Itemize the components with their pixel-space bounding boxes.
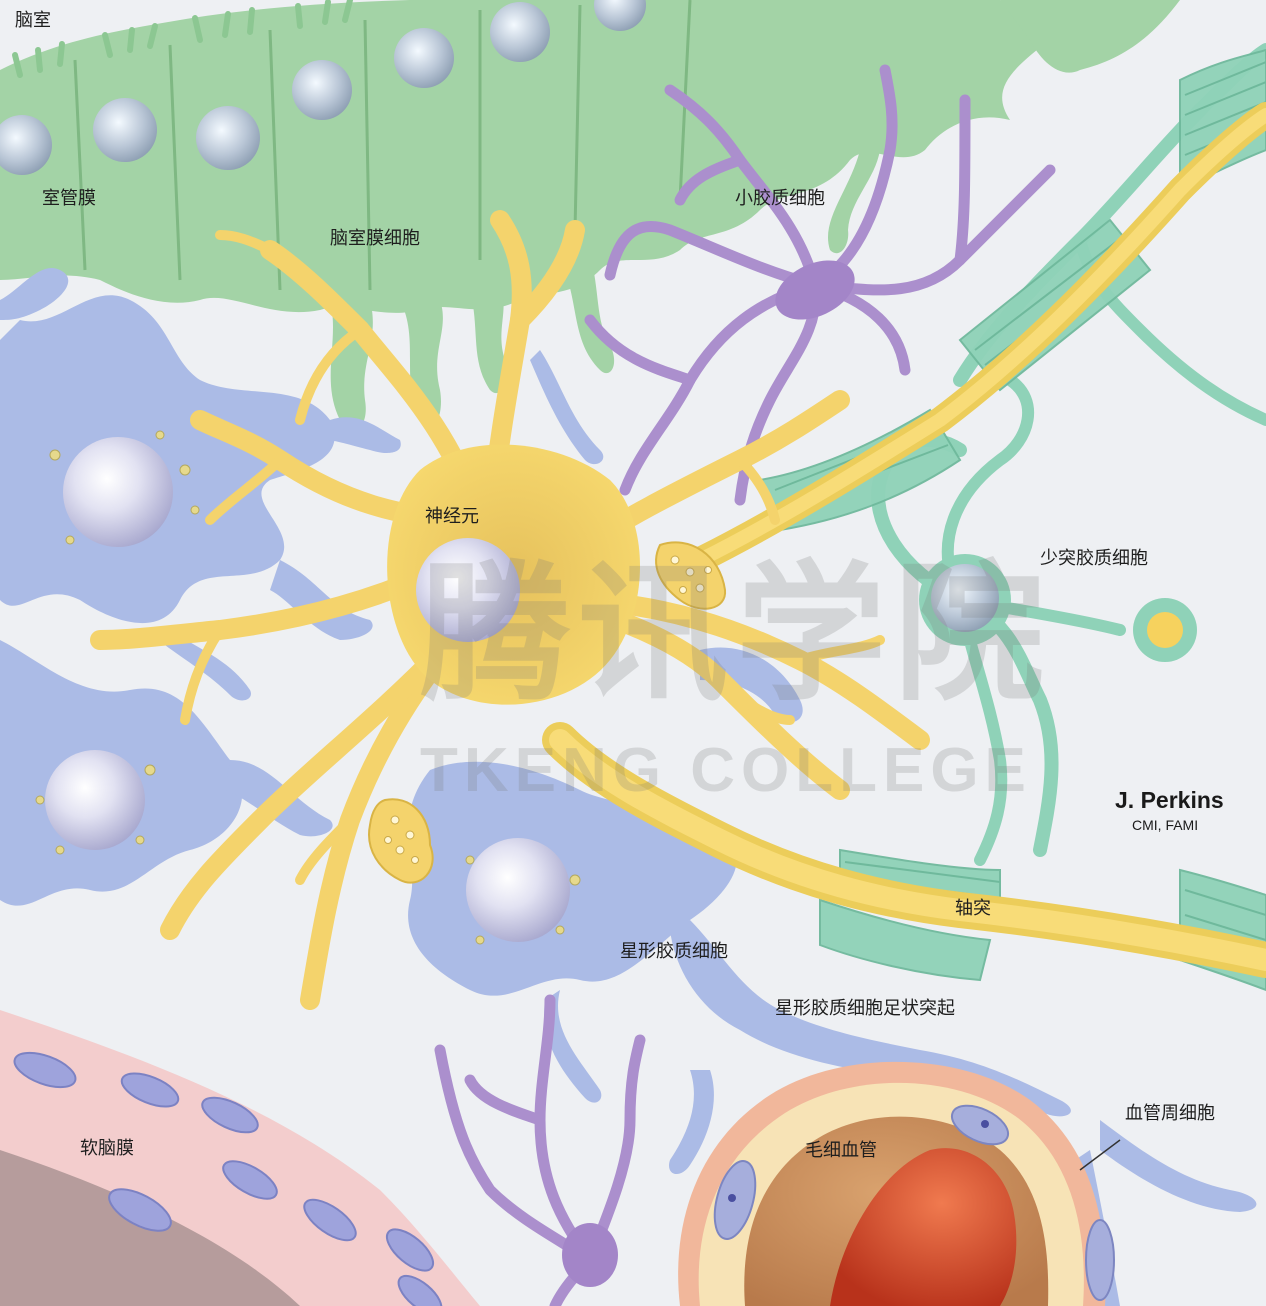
label-ependymal-cells: 脑室膜细胞 [330,228,420,249]
label-ependyma: 室管膜 [42,188,96,209]
capillary [678,1061,1121,1306]
label-pericyte: 血管周细胞 [1125,1103,1215,1124]
microglia [434,64,1056,1306]
label-ventricle: 脑室 [15,10,51,31]
ependymal-layer [0,0,1180,431]
label-pia-mater: 软脑膜 [80,1138,134,1159]
watermark-english: TKENG COLLEGE [420,736,1032,805]
label-oligodendrocyte: 少突胶质细胞 [1040,548,1148,569]
label-astrocyte-endfeet: 星形胶质细胞足状突起 [775,998,955,1019]
label-astrocyte: 星形胶质细胞 [620,941,728,962]
astrocytes [0,267,1257,1306]
label-axon: 轴突 [955,898,991,919]
label-capillary: 毛细血管 [805,1140,877,1161]
watermark-chinese: 腾讯学院 [420,548,1053,722]
label-neuron: 神经元 [425,506,479,527]
artist-credentials: CMI, FAMI [1132,817,1199,833]
artist-signature: J. Perkins [1115,787,1224,813]
axon [542,102,1266,978]
label-microglia: 小胶质细胞 [735,188,825,209]
pia-mater [0,1010,480,1306]
neuron [90,210,930,1010]
pericyte-leader-line [1079,1139,1121,1171]
